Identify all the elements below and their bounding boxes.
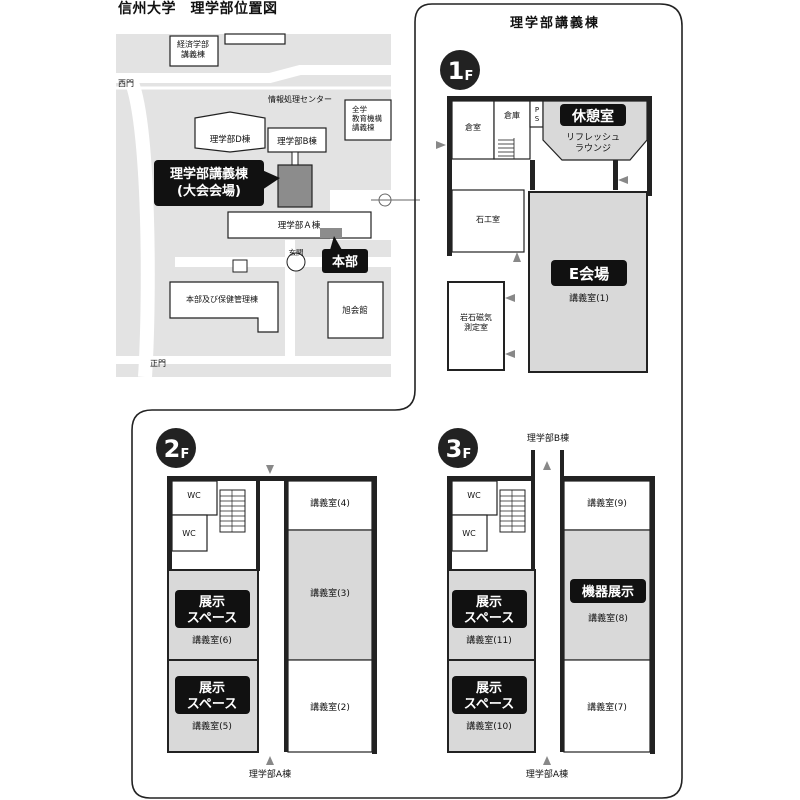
badge-3f	[438, 428, 478, 468]
svg-text:機器展示: 機器展示	[582, 584, 634, 600]
floor-2f: 2 F WC WC 講義室(4) 講義室(3) 講義室(2) 展示スペース	[156, 428, 377, 780]
svg-text:WC: WC	[467, 491, 481, 500]
building-frame	[131, 3, 683, 799]
label-a: 理学部Ａ棟	[278, 220, 321, 231]
building-honbu	[169, 281, 279, 333]
svg-text:F: F	[181, 447, 190, 462]
building-d	[194, 111, 266, 153]
svg-text:1: 1	[448, 57, 465, 85]
room-3f-7	[563, 659, 651, 753]
svg-text:倉庫: 倉庫	[504, 110, 520, 120]
svg-text:講義室(4): 講義室(4)	[310, 497, 350, 509]
svg-text:講義室(11): 講義室(11)	[466, 634, 511, 646]
page-title: 信州大学 理学部位置図	[118, 1, 278, 17]
room-2f-4	[287, 480, 373, 531]
label-genkan: 玄関	[289, 247, 304, 257]
svg-text:展示スペース: 展示スペース	[187, 595, 237, 626]
lecture-building-title: 理学部講義棟	[510, 15, 600, 31]
label-joho: 情報処理センター	[268, 94, 332, 104]
label-econ: 経済学部講義棟	[177, 39, 209, 59]
svg-text:E会場: E会場	[569, 265, 609, 283]
room-rock	[447, 281, 505, 371]
campus-map: 経済学部講義棟 情報処理センター 全学教育機構講義棟 理学部D棟 理学部B棟 理…	[116, 33, 420, 378]
building-a	[227, 211, 372, 239]
svg-text:WC: WC	[182, 529, 196, 538]
svg-text:展示スペース: 展示スペース	[187, 681, 237, 712]
badge-2f	[156, 428, 196, 468]
svg-text:F: F	[463, 447, 472, 462]
svg-text:理学部講義棟(大会会場): 理学部講義棟(大会会場)	[170, 166, 249, 199]
svg-text:F: F	[465, 69, 474, 84]
svg-text:講義室(9): 講義室(9)	[587, 497, 627, 509]
svg-text:PS: PS	[535, 106, 540, 123]
svg-text:展示スペース: 展示スペース	[464, 681, 514, 712]
callout-lecture: 理学部講義棟(大会会場)	[154, 160, 280, 206]
svg-text:講義室(3): 講義室(3)	[310, 587, 350, 599]
svg-text:倉室: 倉室	[465, 122, 481, 132]
building-zengaku	[344, 99, 392, 141]
svg-text:講義室(7): 講義室(7)	[587, 701, 627, 713]
svg-text:3: 3	[446, 435, 463, 463]
building-econ	[169, 35, 219, 67]
svg-text:WC: WC	[187, 491, 201, 500]
svg-text:講義室(8): 講義室(8)	[588, 612, 628, 624]
svg-text:休憩室: 休憩室	[571, 108, 614, 125]
floor-1f: 1 F 休憩室 リフレッシュラウンジ E会場 講義室(1) 倉室	[436, 50, 652, 373]
svg-text:2: 2	[164, 435, 181, 463]
label-d: 理学部D棟	[210, 134, 251, 145]
label-zengaku: 全学教育機構講義棟	[352, 104, 382, 132]
svg-text:講義室(1): 講義室(1)	[569, 292, 609, 304]
label-2f-a: 理学部A棟	[249, 768, 291, 780]
svg-text:WC: WC	[462, 529, 476, 538]
svg-text:岩石磁気測定室: 岩石磁気測定室	[460, 312, 492, 332]
callout-honbu: 本部	[322, 236, 368, 273]
label-asahi: 旭会館	[342, 305, 368, 316]
svg-text:講義室(5): 講義室(5)	[192, 720, 232, 732]
label-b: 理学部B棟	[277, 136, 317, 147]
badge-1f	[440, 50, 480, 90]
road-north	[116, 65, 391, 83]
floor-3f: 3 F 理学部B棟 WC WC 講義室(9)	[438, 428, 655, 780]
building-asahi	[327, 281, 384, 339]
building-lecture-highlight	[277, 164, 313, 208]
building-b	[267, 127, 327, 153]
svg-text:リフレッシュラウンジ: リフレッシュラウンジ	[566, 133, 620, 154]
label-main-gate: 正門	[150, 359, 166, 368]
label-west-gate: 西門	[118, 79, 134, 88]
svg-text:本部: 本部	[332, 254, 358, 270]
label-3f-a: 理学部A棟	[526, 768, 568, 780]
svg-text:講義室(10): 講義室(10)	[466, 720, 511, 732]
label-3f-b: 理学部B棟	[527, 432, 569, 444]
road-west	[123, 75, 155, 378]
svg-text:展示スペース: 展示スペース	[464, 595, 514, 626]
room-2f-3	[287, 529, 373, 661]
svg-text:講義室(2): 講義室(2)	[310, 701, 350, 713]
label-honbu: 本部及び保健管理棟	[186, 294, 258, 304]
svg-text:講義室(6): 講義室(6)	[192, 634, 232, 646]
svg-text:石工室: 石工室	[476, 214, 500, 224]
